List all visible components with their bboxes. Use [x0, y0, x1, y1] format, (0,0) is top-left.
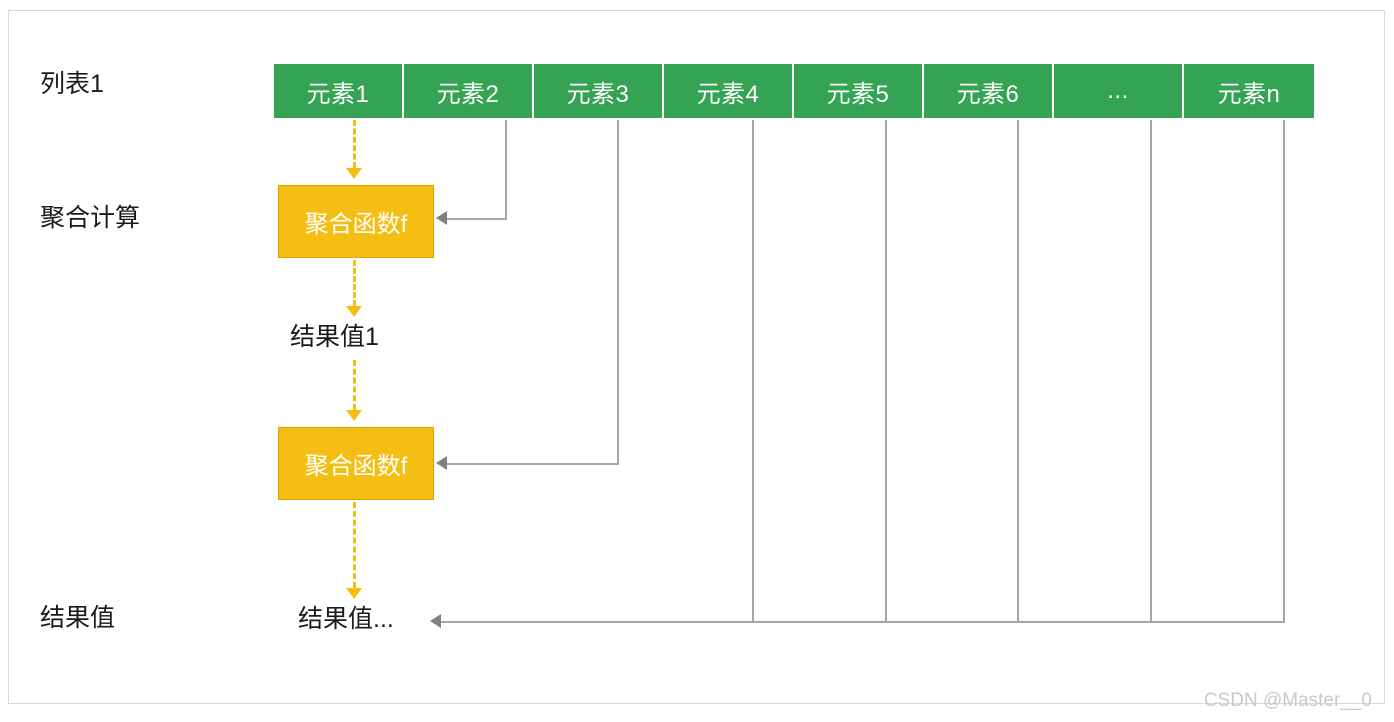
connector-element3-vertical [617, 120, 619, 464]
flow-dashed-element1-to-agg1 [353, 120, 356, 168]
element-list-strip: 元素1 元素2 元素3 元素4 元素5 元素6 ... 元素n [274, 64, 1314, 118]
connector-tail-arrowhead-icon [430, 614, 441, 628]
connector-element2-vertical [505, 120, 507, 219]
diagram-frame [8, 10, 1385, 704]
element-box-3: 元素3 [534, 64, 664, 118]
connector-element2-horizontal [446, 218, 507, 220]
flow-arrowhead-4-icon [346, 588, 362, 599]
element-box-ellipsis: ... [1054, 64, 1184, 118]
watermark-text: CSDN @Master__0 [1203, 690, 1372, 711]
connector-element4-vertical [752, 120, 754, 622]
aggregate-function-box-2: 聚合函数f [278, 427, 434, 500]
connector-ellipsis-vertical [1150, 120, 1152, 622]
element-box-6: 元素6 [924, 64, 1054, 118]
connector-element6-vertical [1017, 120, 1019, 622]
connector-tail-horizontal [441, 621, 1285, 623]
flow-arrowhead-3-icon [346, 410, 362, 421]
flow-arrowhead-2-icon [346, 306, 362, 317]
connector-element3-arrowhead-icon [436, 456, 447, 470]
connector-element3-horizontal [446, 463, 619, 465]
connector-element5-vertical [885, 120, 887, 622]
flow-dashed-agg2-to-final [353, 502, 356, 588]
aggregate-function-box-1: 聚合函数f [278, 185, 434, 258]
connector-element2-arrowhead-icon [436, 211, 447, 225]
element-box-n: 元素n [1184, 64, 1314, 118]
element-box-2: 元素2 [404, 64, 534, 118]
element-box-5: 元素5 [794, 64, 924, 118]
flow-dashed-result1-to-agg2 [353, 360, 356, 410]
element-box-4: 元素4 [664, 64, 794, 118]
flow-arrowhead-1-icon [346, 168, 362, 179]
row-label-list: 列表1 [40, 70, 104, 98]
intermediate-result-label: 结果值1 [290, 323, 379, 351]
final-result-label: 结果值... [298, 605, 394, 633]
flow-dashed-agg1-to-result1 [353, 260, 356, 306]
row-label-result: 结果值 [40, 604, 116, 632]
element-box-1: 元素1 [274, 64, 404, 118]
connector-elementn-vertical [1283, 120, 1285, 622]
row-label-aggregate: 聚合计算 [40, 204, 141, 232]
